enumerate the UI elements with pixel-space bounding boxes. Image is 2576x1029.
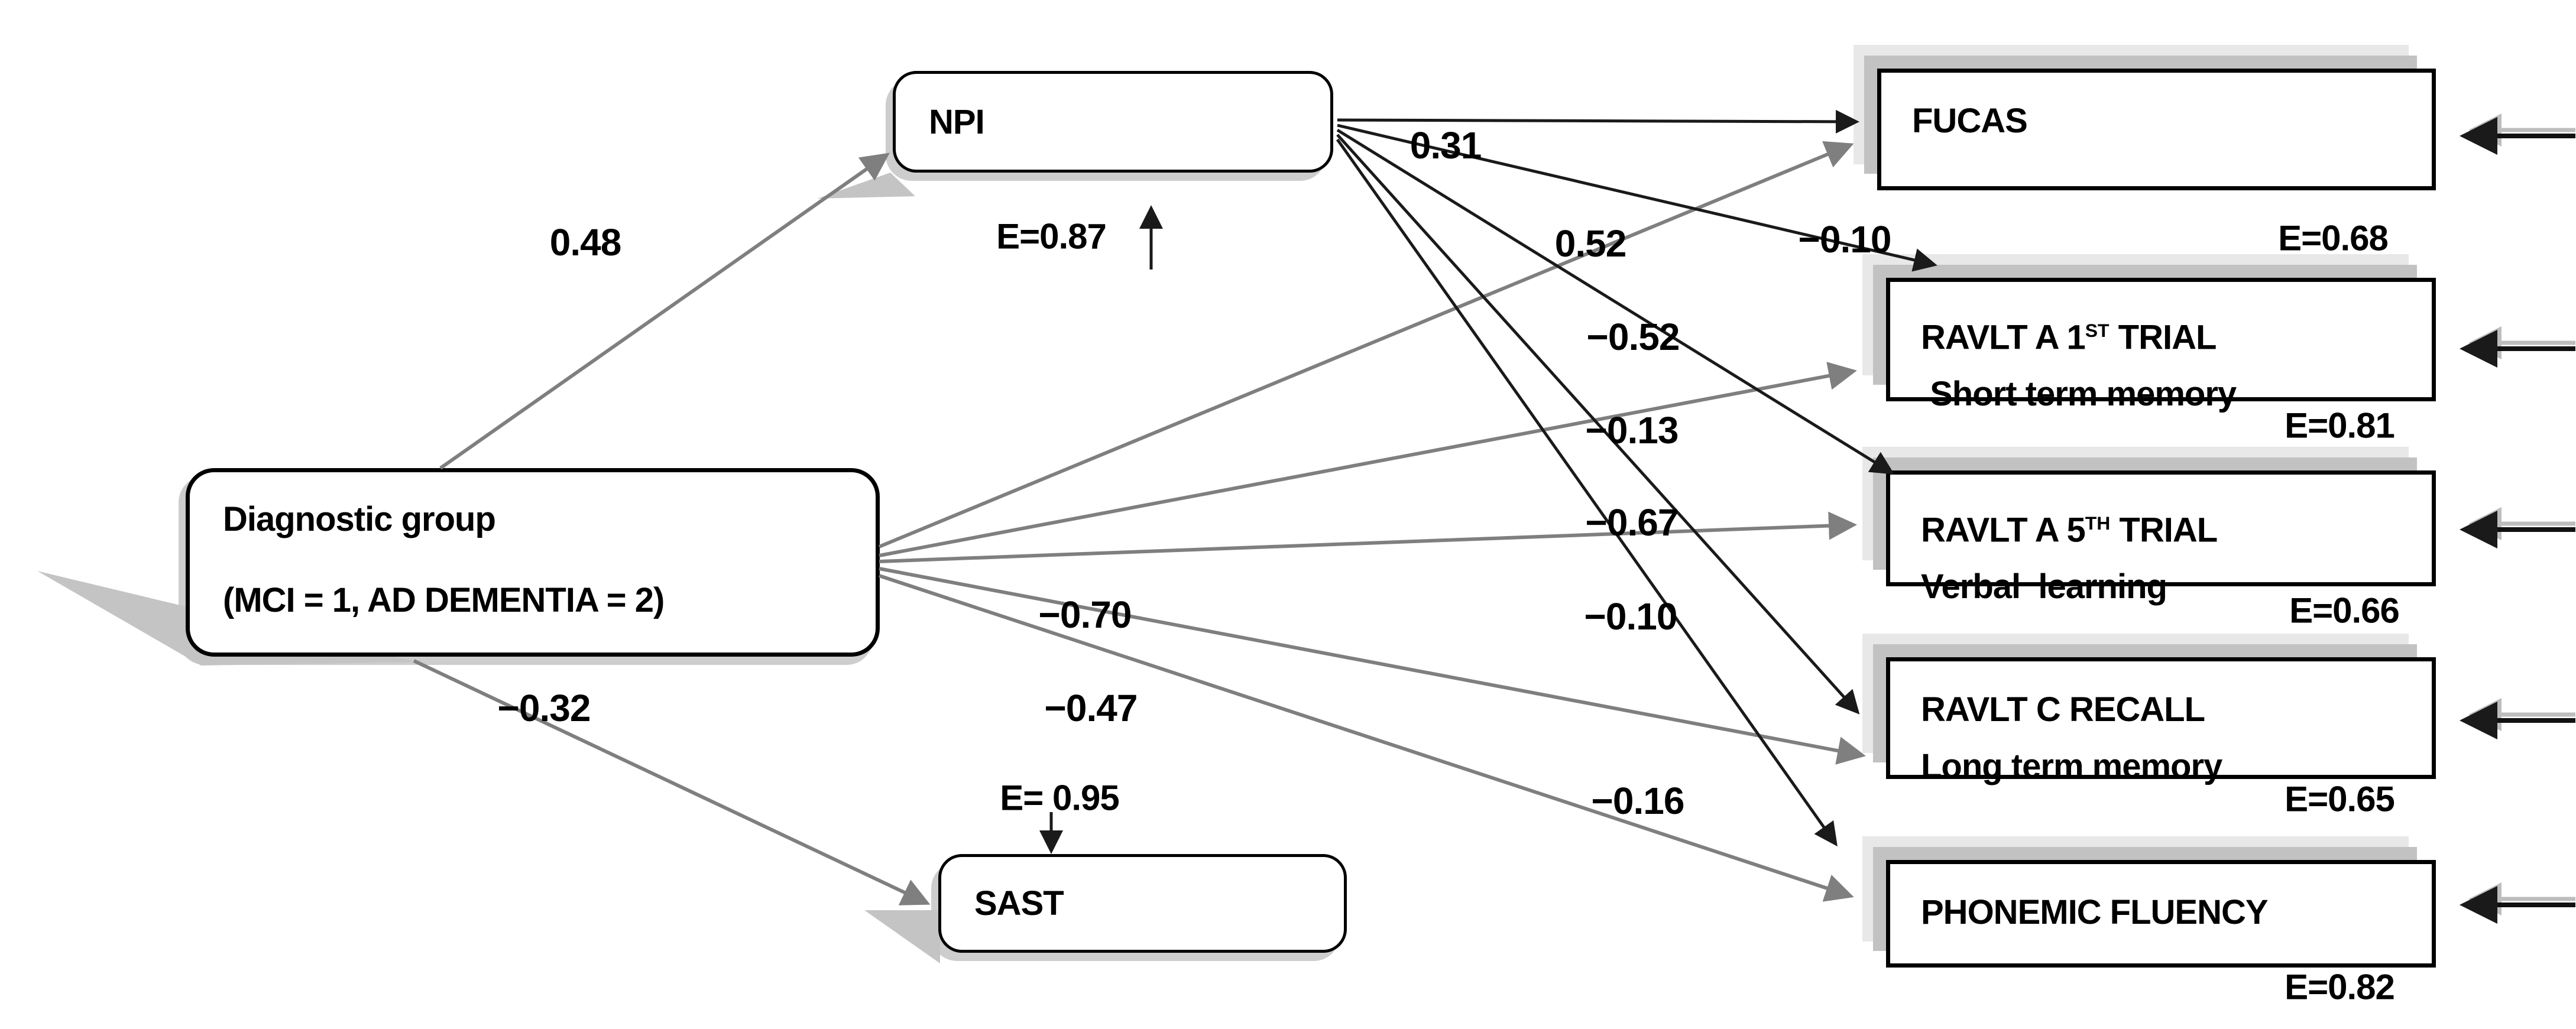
node-fucas: FUCAS [1877, 69, 2436, 190]
node-ravlt-a-5th-trial: RAVLT A 5TH TRIAL Verbal learning [1886, 470, 2436, 606]
node-phonemic-fluency: PHONEMIC FLUENCY [1886, 860, 2436, 968]
node-label: Short term memory [1921, 375, 2237, 414]
path-npi-to-ravlt-a-1st [1337, 124, 1937, 272]
path-diag-to-fucas [878, 141, 1854, 548]
node-label: RAVLT A 1ST TRIAL [1921, 318, 2217, 357]
path-npi-to-phonemic [1336, 138, 1838, 847]
path-npi-to-fucas [1337, 109, 1859, 134]
node-npi: NPI [893, 71, 1333, 173]
path-diag-to-phonemic [879, 574, 1854, 902]
wedge-shadow-npi [817, 173, 915, 199]
node-label: NPI [929, 102, 985, 141]
node-label: FUCAS [1912, 102, 2028, 140]
wedge-shadow-sast [864, 910, 940, 963]
path-npi-to-ravlt-c [1336, 134, 1860, 715]
node-ravlt-c-recall: RAVLT C RECALL Long term memory [1886, 657, 2436, 785]
node-label: Diagnostic group [223, 499, 496, 538]
node-label: (MCI = 1, AD DEMENTIA = 2) [223, 580, 665, 619]
path-diag-to-ravlt-a-5th [879, 511, 1857, 563]
path-npi-to-ravlt-a-5th [1336, 128, 1895, 475]
node-label: PHONEMIC FLUENCY [1921, 893, 2269, 931]
node-label: RAVLT A 5TH TRIAL [1921, 511, 2218, 550]
node-diagnostic-group: Diagnostic group (MCI = 1, AD DEMENTIA = … [186, 468, 880, 657]
node-label: Long term memory [1921, 747, 2222, 785]
node-sast: SAST [938, 854, 1347, 953]
node-ravlt-a-1st-trial: RAVLT A 1ST TRIAL Short term memory [1886, 278, 2436, 413]
node-label: SAST [974, 884, 1064, 923]
node-label: RAVLT C RECALL [1921, 690, 2205, 729]
path-diag-to-ravlt-a-1st [879, 362, 1857, 557]
node-label: Verbal learning [1921, 567, 2167, 606]
path-diag-to-sast [413, 659, 931, 905]
path-diag-to-ravlt-c [879, 567, 1866, 765]
path-diag-to-npi [439, 152, 890, 470]
